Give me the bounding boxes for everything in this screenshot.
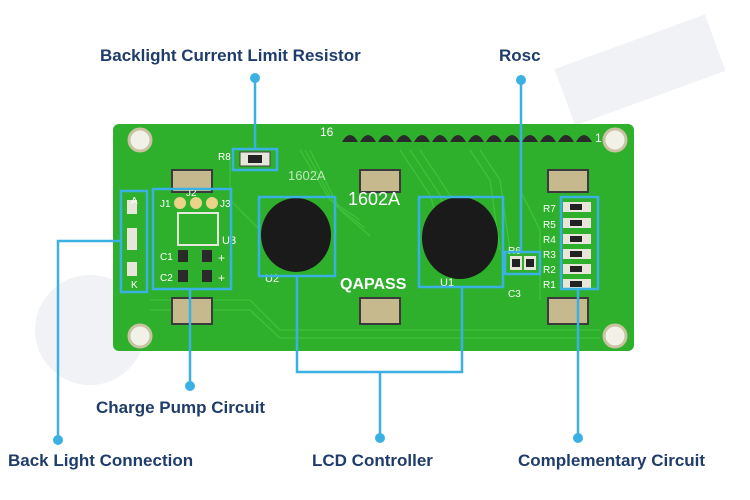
label-charge-pump: Charge Pump Circuit bbox=[96, 398, 266, 417]
silkscreen: 16 1 1602A 1602A QAPASS U1 U2 U3 J1 J2 J… bbox=[131, 125, 602, 300]
c3-label: C3 bbox=[508, 289, 521, 300]
leader-dots bbox=[53, 73, 583, 445]
box-charge-pump bbox=[151, 187, 233, 291]
r5-label: R5 bbox=[543, 220, 556, 231]
model-center: 1602A bbox=[348, 189, 400, 209]
a-label: A bbox=[131, 196, 138, 207]
r3-label: R3 bbox=[543, 250, 556, 261]
label-backlight-resistor: Backlight Current Limit Resistor bbox=[100, 46, 361, 65]
plus2-label: + bbox=[218, 271, 225, 285]
plus1-label: + bbox=[218, 251, 225, 265]
j2-label: J2 bbox=[186, 188, 197, 199]
pcb-board bbox=[113, 124, 634, 351]
label-lcd-controller: LCD Controller bbox=[312, 451, 433, 470]
jumper-pads bbox=[174, 197, 218, 209]
r8-label: R8 bbox=[218, 152, 231, 163]
r7-label: R7 bbox=[543, 204, 556, 215]
label-backlight-connection: Back Light Connection bbox=[8, 451, 194, 470]
model-top: 1602A bbox=[288, 168, 326, 183]
r2-label: R2 bbox=[543, 265, 556, 276]
backlight-pads bbox=[127, 200, 137, 276]
r1-label: R1 bbox=[543, 280, 556, 291]
r4-label: R4 bbox=[543, 235, 556, 246]
controller-u1 bbox=[422, 197, 498, 279]
box-complementary bbox=[559, 195, 600, 291]
label-rosc: Rosc bbox=[499, 46, 541, 65]
pin1-label: 1 bbox=[595, 131, 602, 145]
j3-label: J3 bbox=[220, 199, 231, 210]
c1-label: C1 bbox=[160, 252, 173, 263]
brand-label: QAPASS bbox=[340, 276, 407, 293]
header-pins bbox=[342, 135, 592, 142]
annotations bbox=[56, 78, 600, 440]
mounting-holes bbox=[127, 127, 628, 349]
box-rosc bbox=[503, 250, 542, 276]
controller-u2 bbox=[261, 198, 331, 272]
k-label: K bbox=[131, 280, 138, 291]
u3-chip bbox=[177, 212, 219, 246]
u3-label: U3 bbox=[222, 235, 236, 247]
pin16-label: 16 bbox=[320, 125, 334, 139]
capacitors bbox=[178, 250, 212, 282]
frame-tabs bbox=[171, 169, 589, 325]
label-complementary: Complementary Circuit bbox=[518, 451, 706, 470]
j1-label: J1 bbox=[160, 199, 171, 210]
c2-label: C2 bbox=[160, 273, 173, 284]
